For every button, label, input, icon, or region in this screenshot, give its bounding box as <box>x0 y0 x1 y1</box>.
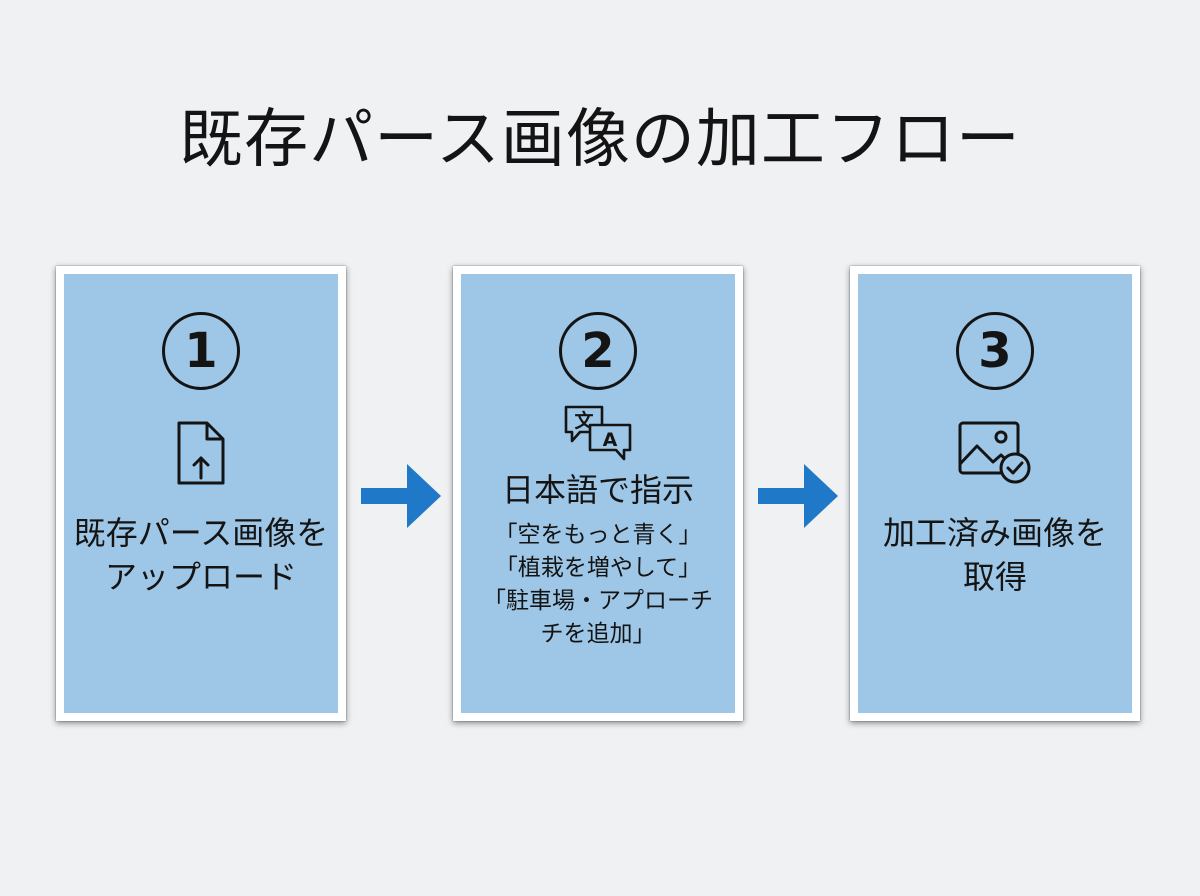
step-card-instruct: 2 文 A 日本語で指示 「空をもっと青く」 「植栽を増やして」 「駐車場・アプ… <box>453 266 743 721</box>
arrow-right-icon <box>758 464 838 528</box>
example-item: 「植栽を増やして」 <box>494 555 702 581</box>
step-label: 既存パース画像を アップロード <box>73 514 329 596</box>
instruction-examples: 「空をもっと青く」 「植栽を増やして」 「駐車場・アプローチ チを追加」 <box>461 519 735 651</box>
arrow-right-icon <box>361 464 441 528</box>
step-number: 3 <box>956 312 1034 390</box>
step-card-upload: 1 既存パース画像を アップロード <box>56 266 346 721</box>
page-title: 既存パース画像の加工フロー <box>179 103 1021 177</box>
file-upload-icon <box>177 421 225 485</box>
step-number: 2 <box>559 312 637 390</box>
icon-letter: A <box>603 429 618 451</box>
translate-chat-icon: 文 A <box>564 405 632 461</box>
example-item: 「駐車場・アプローチ チを追加」 <box>483 588 713 647</box>
step-label: 加工済み画像を 取得 <box>882 514 1107 596</box>
example-item: 「空をもっと青く」 <box>494 522 702 548</box>
step-heading: 日本語で指示 <box>501 471 694 509</box>
image-check-icon <box>958 421 1031 484</box>
step-card-result: 3 加工済み画像を 取得 <box>850 266 1140 721</box>
step-number: 1 <box>162 312 240 390</box>
